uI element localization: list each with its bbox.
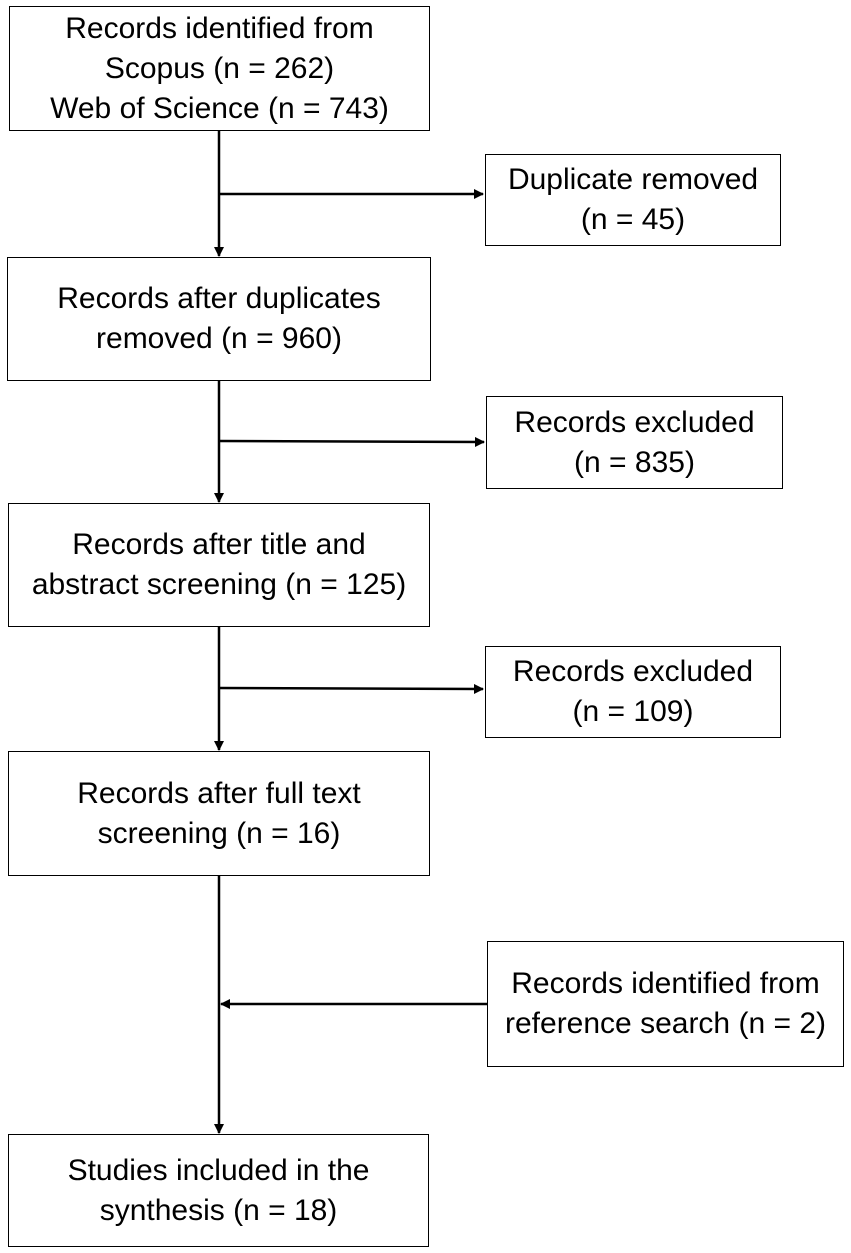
duplicate-removed-line2: (n = 45) [580,203,686,236]
duplicate-removed-line1: Duplicate removed [507,163,759,196]
records-after-duplicates-box: Records after duplicates removed (n = 96… [7,257,431,381]
reference-search-box: Records identified from reference search… [487,941,844,1067]
records-excluded-2-line1: Records excluded [512,655,754,688]
records-identified-box: Records identified from Scopus (n = 262)… [9,6,430,131]
reference-search-line1: Records identified from [511,967,820,1000]
arrow-to-records-excluded-2 [218,683,484,694]
records-after-duplicates-line1: Records after duplicates [57,282,381,315]
reference-search-line2: reference search (n = 2) [505,1007,826,1040]
records-excluded-box-2: Records excluded (n = 109) [485,646,781,738]
records-after-fulltext-box: Records after full text screening (n = 1… [8,751,430,876]
records-excluded-box-1: Records excluded (n = 835) [486,396,783,489]
records-excluded-1-line2: (n = 835) [574,445,695,479]
records-after-duplicates-line2: removed (n = 960) [96,322,342,355]
records-identified-line1: Records identified from [65,11,374,45]
records-after-fulltext-line2: screening (n = 16) [97,816,341,850]
records-identified-line3: Web of Science (n = 743) [50,91,389,125]
records-excluded-1-line1: Records excluded [514,405,755,439]
arrow-to-records-excluded-1 [218,436,485,447]
studies-included-box: Studies included in the synthesis (n = 1… [8,1134,429,1247]
records-identified-line2: Scopus (n = 262) [104,51,335,85]
duplicate-removed-box: Duplicate removed (n = 45) [485,154,781,246]
records-after-title-box: Records after title and abstract screeni… [8,503,430,627]
records-after-title-line1: Records after title and [72,528,366,561]
records-excluded-2-line2: (n = 109) [572,695,694,728]
records-after-title-line2: abstract screening (n = 125) [31,568,407,601]
records-after-fulltext-line1: Records after full text [77,776,361,810]
studies-included-line1: Studies included in the [67,1153,370,1187]
studies-included-line2: synthesis (n = 18) [99,1193,338,1227]
